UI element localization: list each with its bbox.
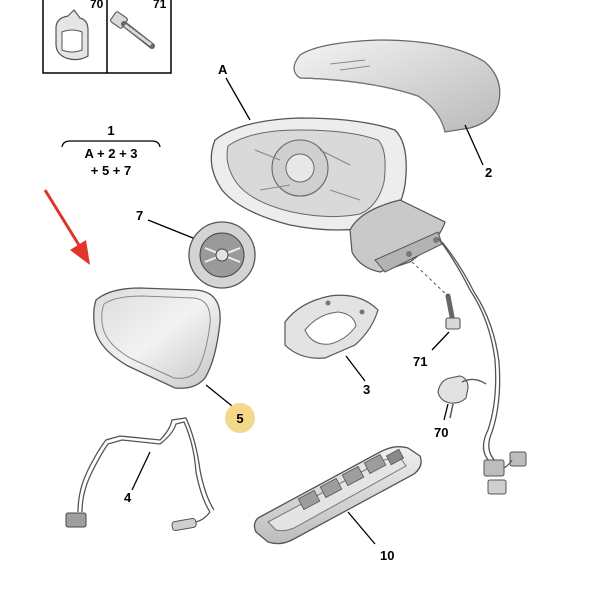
clip-part	[437, 375, 469, 419]
leader-cover	[464, 124, 484, 166]
leader-motor	[147, 219, 194, 239]
reference-box: 70 71	[42, 0, 172, 74]
switch-buttons	[297, 448, 405, 511]
label-motor: 7	[136, 208, 143, 223]
label-harness: 4	[124, 490, 132, 505]
label-mirror-glass: 5	[236, 411, 243, 426]
leader-clip	[443, 403, 449, 421]
mirror-housing	[210, 117, 446, 273]
mirror-motor	[188, 221, 256, 289]
formula-bracket	[61, 140, 161, 148]
leader-assembly	[225, 77, 251, 121]
formula-line-2: + 5 + 7	[91, 163, 131, 178]
ref-label-71: 71	[153, 0, 167, 11]
formula-number: 1	[107, 123, 114, 138]
connector-icon	[65, 512, 197, 532]
bolt-part	[411, 261, 461, 330]
leader-bracket	[345, 355, 366, 382]
ref-label-70: 70	[90, 0, 104, 11]
bolt-icon	[110, 11, 155, 49]
highlight-badge	[225, 403, 255, 433]
mirror-wiring	[437, 237, 527, 495]
label-assembly: A	[218, 62, 228, 77]
assembly-formula: 1 A + 2 + 3 + 5 + 7	[61, 123, 161, 178]
leader-switch	[347, 511, 376, 545]
label-clip: 70	[434, 425, 448, 440]
glass-bracket	[284, 294, 379, 359]
wiring-harness	[65, 417, 215, 532]
label-bracket: 3	[363, 382, 370, 397]
leader-harness	[131, 451, 151, 491]
label-switch: 10	[380, 548, 394, 563]
formula-line-1: A + 2 + 3	[85, 146, 138, 161]
mirror-cover	[293, 39, 501, 133]
label-cover: 2	[485, 165, 492, 180]
connector-icon	[483, 451, 527, 495]
mirror-glass	[93, 287, 221, 389]
red-pointer-arrow-icon	[43, 189, 90, 265]
leader-bolt	[431, 331, 450, 351]
label-bolt: 71	[413, 354, 427, 369]
clip-icon	[55, 9, 89, 61]
leader-mirror-glass	[205, 384, 233, 407]
mirror-switch-panel	[253, 446, 422, 545]
